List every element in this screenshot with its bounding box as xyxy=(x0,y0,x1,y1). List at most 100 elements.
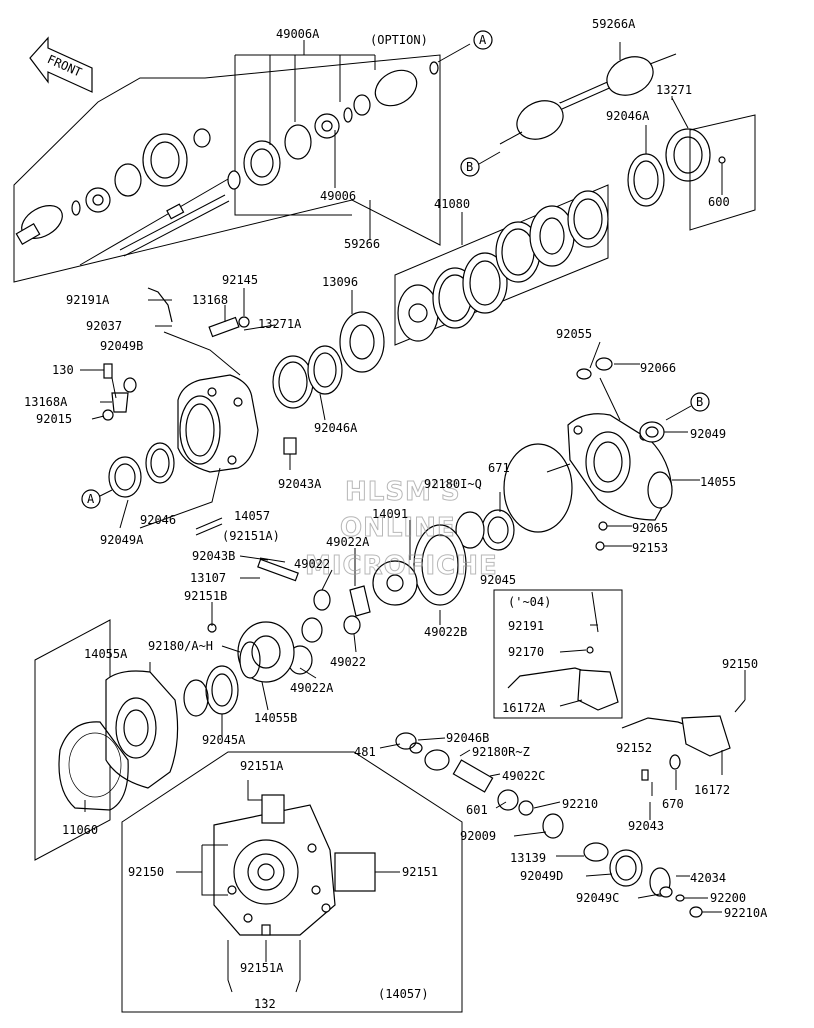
svg-text:A: A xyxy=(87,492,95,506)
marker-b-mid: B xyxy=(665,392,710,421)
plug-92066 xyxy=(595,357,613,371)
callout-49022-mid: 49022 xyxy=(330,655,366,669)
callout-670: 670 xyxy=(662,797,684,811)
callout-601: 601 xyxy=(466,803,488,817)
callout-92043: 92043 xyxy=(628,819,664,833)
callout-49022B: 49022B xyxy=(424,625,467,639)
callout-13271: 13271 xyxy=(656,83,692,97)
svg-text:B: B xyxy=(466,160,473,174)
callout-14055A: 14055A xyxy=(84,647,128,661)
drive-shaft-group xyxy=(13,43,471,283)
callout-labels: 49006A (OPTION) 59266A 13271 92046A 4900… xyxy=(24,17,768,1011)
callout-13271A: 13271A xyxy=(258,317,302,331)
seal-92009 xyxy=(542,813,564,839)
svg-text:HLSM'S: HLSM'S xyxy=(345,477,461,507)
callout-14055B: 14055B xyxy=(254,711,297,725)
callout-92009: 92009 xyxy=(460,829,496,843)
callout-11060: 11060 xyxy=(62,823,98,837)
callout-option: (OPTION) xyxy=(370,33,428,47)
pinion-assembly xyxy=(395,732,703,918)
callout-92151-inset: 92151 xyxy=(402,865,438,879)
lever-shaft-13168 xyxy=(208,288,250,338)
bearing-92045A xyxy=(205,665,239,715)
callout-49006A: 49006A xyxy=(276,27,320,41)
marker-a-top: A xyxy=(473,30,493,50)
gasket-11060 xyxy=(58,721,129,811)
svg-text:B: B xyxy=(696,395,703,409)
callout-49022-top: 49022 xyxy=(294,557,330,571)
callout-49006: 49006 xyxy=(320,189,356,203)
sensor-16172 xyxy=(621,699,746,796)
callout-13168A: 13168A xyxy=(24,395,68,409)
callout-92210A: 92210A xyxy=(724,906,768,920)
callout-59266A: 59266A xyxy=(592,17,636,31)
callout-92046A-top: 92046A xyxy=(606,109,650,123)
marker-b-top: B xyxy=(460,151,501,177)
callout-92151A-inset: 92151A xyxy=(240,759,284,773)
callout-92049: 92049 xyxy=(690,427,726,441)
callout-130: 130 xyxy=(52,363,74,377)
seal-92049 xyxy=(639,421,665,443)
callout-92066: 92066 xyxy=(640,361,676,375)
callout-92152: 92152 xyxy=(616,741,652,755)
callout-49022C: 49022C xyxy=(502,769,545,783)
callout-92043B: 92043B xyxy=(192,549,235,563)
clutch-hub-13096 xyxy=(339,290,385,373)
housing-inset xyxy=(121,751,463,1013)
rear-axle-shaft xyxy=(499,42,677,145)
callout-92191: 92191 xyxy=(508,619,544,633)
pin-92043A xyxy=(283,437,297,455)
callout-13107: 13107 xyxy=(190,571,226,585)
callout-14057-paren: (14057) xyxy=(378,987,429,1001)
callout-16172A: 16172A xyxy=(502,701,546,715)
callout-92046A-mid: 92046A xyxy=(314,421,358,435)
gear-13139 xyxy=(583,842,609,862)
callout-92170: 92170 xyxy=(508,645,544,659)
callout-92180AH: 92180/A~H xyxy=(148,639,213,653)
callout-132: 132 xyxy=(254,997,276,1011)
callout-92151B: 92151B xyxy=(184,589,227,603)
callout-92145: 92145 xyxy=(222,273,258,287)
housing-14055B xyxy=(237,621,295,683)
callout-92049B: 92049B xyxy=(100,339,143,353)
callout-04: ('~04) xyxy=(508,595,551,609)
callout-92200: 92200 xyxy=(710,891,746,905)
callout-14057: 14057 xyxy=(234,509,270,523)
callout-600: 600 xyxy=(708,195,730,209)
bolt-92153 xyxy=(595,541,605,551)
marker-a-mid: A xyxy=(81,489,113,509)
front-housing-14057 xyxy=(139,374,259,529)
callout-13139: 13139 xyxy=(510,851,546,865)
callout-13096: 13096 xyxy=(322,275,358,289)
callout-92045A: 92045A xyxy=(202,733,246,747)
housing-14055A xyxy=(34,619,179,861)
callout-92150-inset: 92150 xyxy=(128,865,164,879)
svg-text:MICROFICHE: MICROFICHE xyxy=(305,551,498,581)
callout-92037: 92037 xyxy=(86,319,122,333)
callout-14091: 14091 xyxy=(372,507,408,521)
callout-92043A: 92043A xyxy=(278,477,322,491)
callout-16172: 16172 xyxy=(694,783,730,797)
callout-42034: 42034 xyxy=(690,871,726,885)
callout-49022A-top: 49022A xyxy=(326,535,370,549)
callout-49022A-mid: 49022A xyxy=(290,681,334,695)
callout-14055: 14055 xyxy=(700,475,736,489)
bearing-92045 xyxy=(481,509,515,551)
nut-92210A xyxy=(689,906,703,918)
o-ring-671 xyxy=(503,443,573,533)
bearing-92046A-top xyxy=(627,125,665,207)
callout-92015: 92015 xyxy=(36,412,72,426)
callout-92049A: 92049A xyxy=(100,533,144,547)
leader-lines xyxy=(80,40,746,1000)
callout-92151A-paren: (92151A) xyxy=(222,529,280,543)
callout-92191A: 92191A xyxy=(66,293,110,307)
callout-59266: 59266 xyxy=(344,237,380,251)
callout-41080: 41080 xyxy=(434,197,470,211)
svg-text:A: A xyxy=(479,33,487,47)
callout-92055: 92055 xyxy=(556,327,592,341)
bolt-92065 xyxy=(598,521,608,531)
callout-13168: 13168 xyxy=(192,293,228,307)
callout-92151A-inset2: 92151A xyxy=(240,961,284,975)
callout-92049C: 92049C xyxy=(576,891,619,905)
